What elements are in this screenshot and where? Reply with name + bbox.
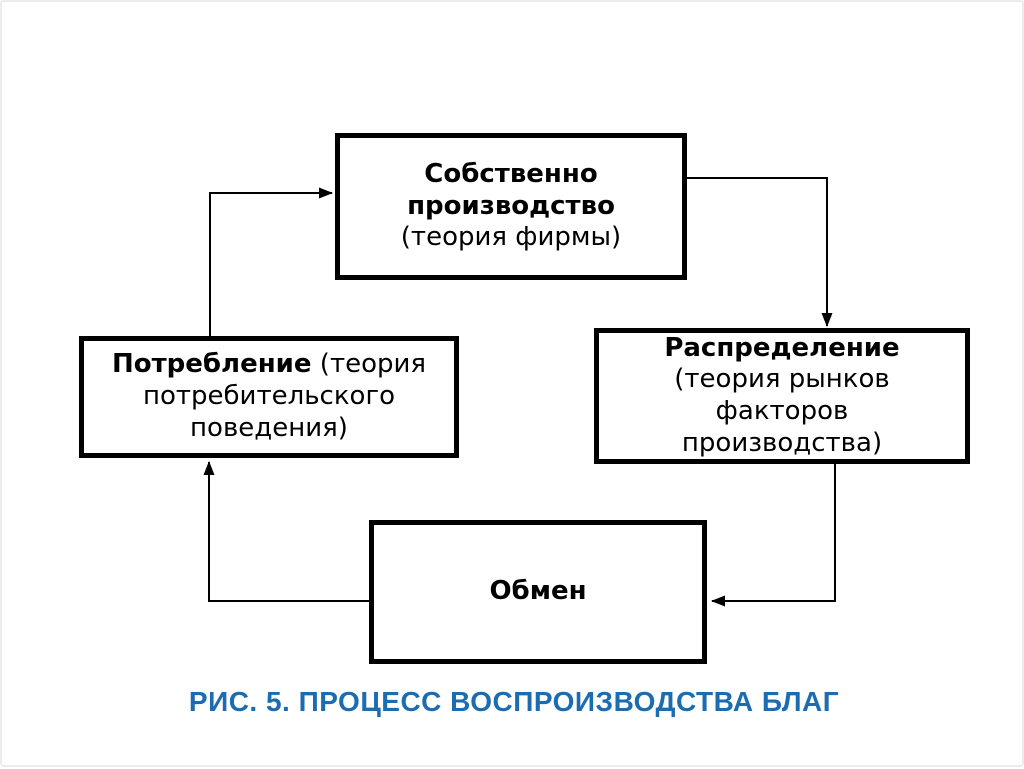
box-consumption-subtitle: (теория потребительского поведения) <box>142 349 427 443</box>
box-exchange-text: Обмен <box>489 576 586 608</box>
box-production-text: Собственно производство (теория фирмы) <box>348 159 674 254</box>
box-distribution-subtitle: (теория рынков факторов производства) <box>674 364 890 458</box>
box-production-subtitle: (теория фирмы) <box>400 222 622 253</box>
arrow-exchange-to-consumption <box>203 461 369 602</box>
box-production-title: Собственно производство <box>407 158 615 221</box>
arrow-production-to-distribution <box>687 177 833 327</box>
arrow-distribution-to-exchange <box>711 464 836 607</box>
box-distribution: Распределение (теория рынков факторов пр… <box>594 328 970 464</box>
box-consumption: Потребление (теория потребительского пов… <box>79 336 459 458</box>
box-distribution-title: Распределение <box>664 332 900 363</box>
box-exchange: Обмен <box>369 520 707 664</box>
box-consumption-text: Потребление (теория потребительского пов… <box>92 349 446 444</box>
box-exchange-title: Обмен <box>489 576 587 607</box>
arrow-consumption-to-production <box>209 187 333 336</box>
figure-caption: РИС. 5. ПРОЦЕСС ВОСПРОИЗВОДСТВА БЛАГ <box>188 686 840 717</box>
box-production: Собственно производство (теория фирмы) <box>335 133 687 280</box>
box-consumption-title: Потребление <box>111 349 312 380</box>
box-distribution-text: Распределение (теория рынков факторов пр… <box>650 333 915 460</box>
